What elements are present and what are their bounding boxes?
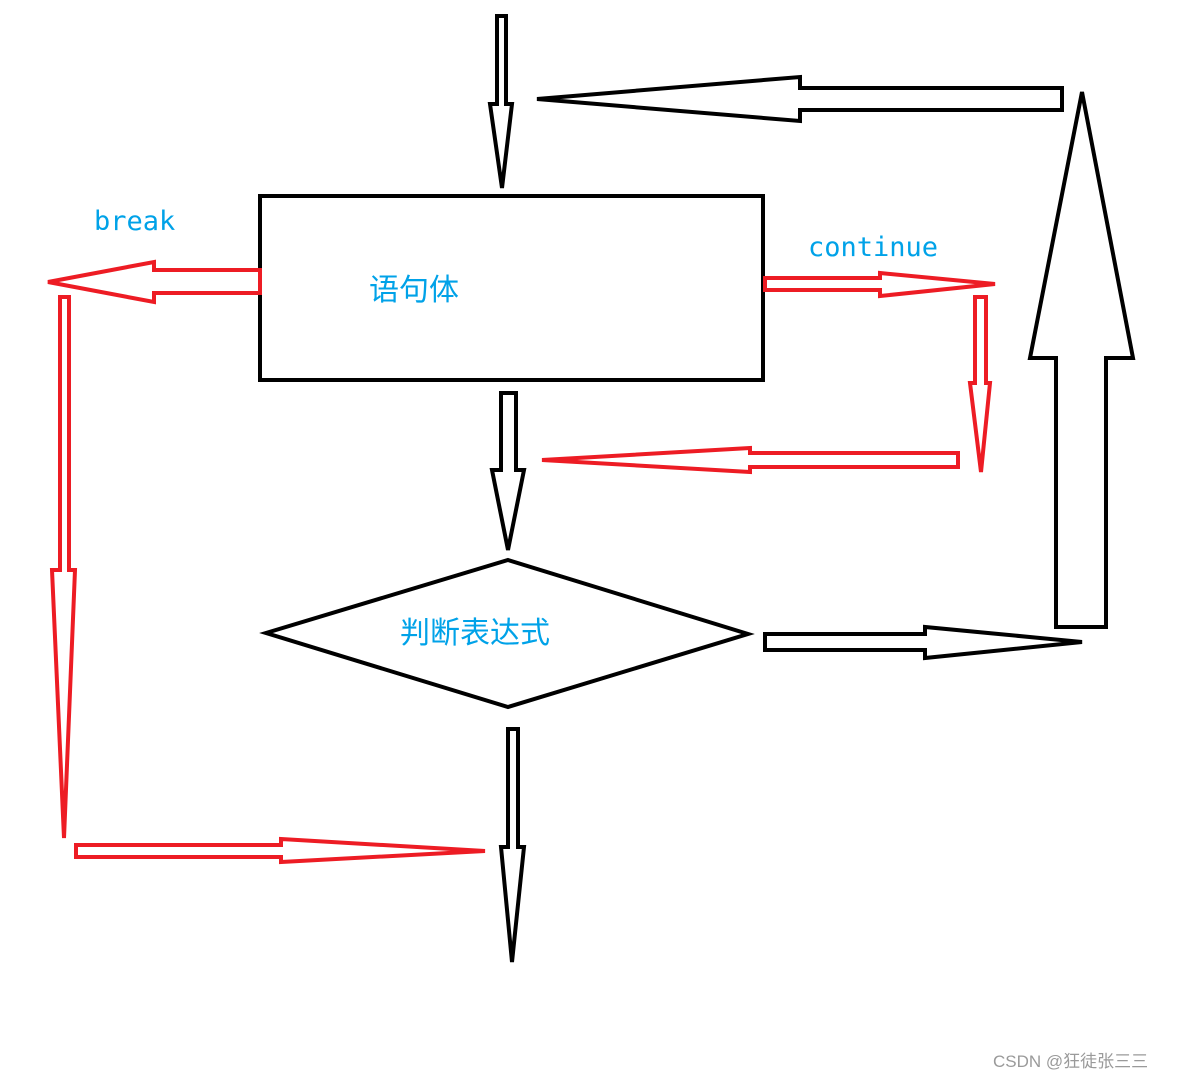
condition-true-arrow-right: [763, 624, 1083, 661]
statement-block-label: 语句体: [369, 273, 459, 308]
continue-down-arrow: [967, 295, 993, 473]
break-arrow-left: [47, 259, 262, 305]
condition-label: 判断表达式: [400, 616, 550, 651]
statement-block: [258, 194, 765, 382]
loop-up-arrow: [1027, 91, 1136, 629]
break-label: break: [94, 206, 176, 237]
block-to-condition-arrow: [489, 391, 527, 551]
exit-arrow-down: [498, 727, 527, 963]
continue-arrow-right: [763, 270, 996, 299]
condition-diamond: [259, 557, 755, 710]
watermark: CSDN @狂徒张三三: [993, 1052, 1149, 1071]
continue-label: continue: [808, 232, 939, 263]
entry-arrow-down: [487, 14, 515, 189]
loop-back-arrow-left: [536, 74, 1064, 124]
break-to-exit-arrow: [74, 836, 486, 865]
continue-to-condition-arrow: [541, 445, 960, 475]
break-down-arrow: [49, 295, 78, 839]
